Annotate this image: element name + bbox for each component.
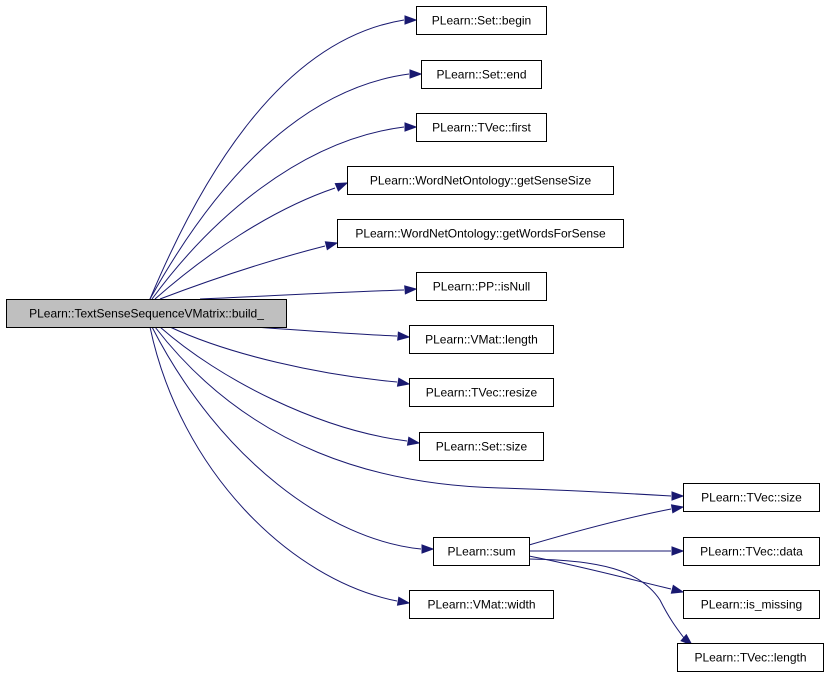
arrowhead <box>334 182 349 192</box>
node-pp-isnull[interactable]: PLearn::PP::isNull <box>416 272 547 301</box>
edge-root-to-vmat_width <box>149 326 411 606</box>
node-is-missing[interactable]: PLearn::is_missing <box>683 590 820 619</box>
arrowhead <box>406 436 421 446</box>
edge-sum-to-tvec_data <box>529 546 685 556</box>
edge-sum-to-tvec_size <box>528 504 685 546</box>
edge-root-to-set_begin <box>149 15 418 300</box>
arrowhead <box>404 285 418 295</box>
arrowhead <box>396 377 411 387</box>
arrowhead <box>670 504 685 514</box>
edge-line <box>149 73 410 300</box>
node-box <box>409 590 554 619</box>
arrowhead <box>670 584 685 594</box>
node-box <box>683 590 820 619</box>
node-tvec-size[interactable]: PLearn::TVec::size <box>683 483 820 512</box>
node-box <box>677 643 824 672</box>
edge-root-to-pp_isnull <box>199 285 418 300</box>
node-label: PLearn::VMat::width <box>427 598 535 612</box>
node-label: PLearn::TextSenseSequenceVMatrix::build_ <box>29 307 264 321</box>
edge-line <box>154 187 336 300</box>
node-box <box>433 537 530 566</box>
edge-root-to-sum <box>151 326 435 554</box>
edge-line <box>159 245 326 300</box>
edges-layer <box>149 15 694 646</box>
edge-line <box>159 326 408 442</box>
node-label: PLearn::is_missing <box>701 598 802 612</box>
edge-root-to-wn_getsensesize <box>154 182 349 300</box>
arrowhead <box>671 546 685 556</box>
arrowhead <box>404 15 418 25</box>
edge-line <box>151 126 405 300</box>
edge-root-to-tvec_resize <box>169 326 411 387</box>
node-label: PLearn::PP::isNull <box>433 280 530 294</box>
node-box <box>416 272 547 301</box>
node-label: PLearn::TVec::resize <box>426 386 538 400</box>
node-box <box>683 483 820 512</box>
edge-line <box>151 326 422 550</box>
node-label: PLearn::sum <box>447 545 515 559</box>
edge-sum-to-is_missing <box>528 555 685 594</box>
node-label: PLearn::TVec::size <box>701 491 802 505</box>
arrowhead <box>397 331 411 341</box>
edge-root-to-set_end <box>149 69 423 300</box>
edge-line <box>199 289 405 300</box>
edge-line <box>528 555 672 590</box>
node-label: PLearn::WordNetOntology::getSenseSize <box>370 174 592 188</box>
node-sum[interactable]: PLearn::sum <box>433 537 530 566</box>
node-label: PLearn::TVec::length <box>694 651 806 665</box>
edge-line <box>149 19 405 300</box>
node-tvec-length[interactable]: PLearn::TVec::length <box>677 643 824 672</box>
node-label: PLearn::Set::size <box>436 440 528 454</box>
node-box <box>416 6 547 35</box>
node-box <box>337 219 624 248</box>
node-label: PLearn::WordNetOntology::getWordsForSens… <box>355 227 606 241</box>
edge-root-to-wn_getwordsforsense <box>159 241 339 300</box>
node-box <box>421 60 542 89</box>
edge-sum-to-tvec_length <box>528 558 694 646</box>
edge-line <box>149 326 398 602</box>
node-box <box>683 537 820 566</box>
node-set-begin[interactable]: PLearn::Set::begin <box>416 6 547 35</box>
node-label: PLearn::Set::begin <box>432 14 531 28</box>
node-wn-getwordsforsense[interactable]: PLearn::WordNetOntology::getWordsForSens… <box>337 219 624 248</box>
arrowhead <box>680 633 694 646</box>
arrowhead <box>421 544 435 554</box>
node-vmat-length[interactable]: PLearn::VMat::length <box>409 325 554 354</box>
node-label: PLearn::TVec::first <box>432 121 531 135</box>
node-box <box>409 325 554 354</box>
node-label: PLearn::Set::end <box>436 68 526 82</box>
node-set-size[interactable]: PLearn::Set::size <box>419 432 544 461</box>
edge-line <box>528 508 672 546</box>
edge-root-to-tvec_size <box>154 326 685 501</box>
node-label: PLearn::VMat::length <box>425 333 538 347</box>
node-box <box>419 432 544 461</box>
node-tvec-resize[interactable]: PLearn::TVec::resize <box>409 378 554 407</box>
node-root[interactable]: PLearn::TextSenseSequenceVMatrix::build_ <box>6 299 287 328</box>
node-tvec-data[interactable]: PLearn::TVec::data <box>683 537 820 566</box>
nodes-layer: PLearn::TextSenseSequenceVMatrix::build_… <box>6 6 824 672</box>
arrowhead <box>409 69 423 79</box>
node-box <box>6 299 287 328</box>
arrowhead <box>671 491 685 501</box>
node-box <box>409 378 554 407</box>
node-tvec-first[interactable]: PLearn::TVec::first <box>416 113 547 142</box>
edge-root-to-set_size <box>159 326 421 446</box>
edge-line <box>154 326 672 497</box>
edge-line <box>528 558 685 639</box>
arrowhead <box>324 241 339 251</box>
arrowhead <box>396 596 411 606</box>
node-set-end[interactable]: PLearn::Set::end <box>421 60 542 89</box>
arrowhead <box>404 122 418 132</box>
edge-line <box>169 326 398 383</box>
node-label: PLearn::TVec::data <box>700 545 803 559</box>
node-wn-getsensesize[interactable]: PLearn::WordNetOntology::getSenseSize <box>347 166 614 195</box>
node-box <box>347 166 614 195</box>
node-box <box>416 113 547 142</box>
edge-root-to-vmat_length <box>239 325 411 341</box>
edge-root-to-tvec_first <box>151 122 418 300</box>
node-vmat-width[interactable]: PLearn::VMat::width <box>409 590 554 619</box>
